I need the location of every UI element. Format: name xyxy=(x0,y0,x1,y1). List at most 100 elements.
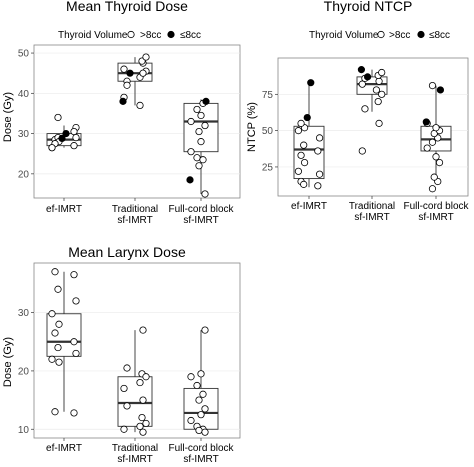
data-point-open xyxy=(201,121,209,130)
data-point-open xyxy=(300,180,308,188)
legend-title: Thyroid Volume xyxy=(58,30,128,41)
data-point-open xyxy=(55,358,63,366)
y-axis-label: Dose (Gy) xyxy=(2,92,14,142)
data-point-open xyxy=(300,158,309,167)
data-point-filled xyxy=(436,86,445,94)
y-tick-label: 25 xyxy=(262,162,274,173)
data-point-open xyxy=(428,82,437,90)
data-point-open xyxy=(428,138,437,146)
data-point-open xyxy=(54,343,62,352)
data-point-open xyxy=(432,124,440,132)
data-point-open xyxy=(195,127,203,136)
data-point-open xyxy=(374,97,382,106)
data-point-open xyxy=(72,349,80,358)
data-point-open xyxy=(120,65,128,73)
data-point-filled xyxy=(62,129,70,138)
y-axis-label: Dose (Gy) xyxy=(2,337,14,387)
data-point-open xyxy=(51,329,59,337)
data-point-open xyxy=(136,101,144,109)
data-point-open xyxy=(139,396,147,404)
y-tick-label: 30 xyxy=(18,129,30,140)
data-point-open xyxy=(199,156,207,164)
data-point-open xyxy=(70,338,78,346)
chart-thyroid-ntcp: Thyroid NTCP Thyroid Volume >8cc ≤8cc NT… xyxy=(246,0,470,223)
data-point-filled xyxy=(119,97,127,105)
y-tick-label: 20 xyxy=(18,366,30,377)
data-point-open xyxy=(372,86,381,94)
legend: Thyroid Volume >8cc ≤8cc xyxy=(58,30,201,41)
data-point-open xyxy=(72,297,80,305)
data-point-open xyxy=(300,141,308,149)
data-point-open xyxy=(48,310,56,318)
data-point-open xyxy=(187,148,195,156)
data-point-open xyxy=(139,326,147,334)
data-point-open xyxy=(378,68,386,77)
data-point-open xyxy=(315,170,324,178)
data-point-open xyxy=(361,105,369,113)
data-point-open xyxy=(136,378,144,387)
chart-mean-thyroid-dose: Mean Thyroid Dose Thyroid Volume >8cc ≤8… xyxy=(2,0,241,226)
data-point-open xyxy=(193,154,201,162)
data-point-open xyxy=(142,419,150,428)
y-tick-label: 50 xyxy=(18,49,30,60)
data-point-open xyxy=(201,428,209,436)
data-point-open xyxy=(297,151,305,159)
data-point-open xyxy=(70,409,78,417)
y-tick-label: 30 xyxy=(18,308,30,319)
data-point-open xyxy=(48,355,56,363)
data-point-open xyxy=(314,182,322,190)
data-point-filled xyxy=(307,79,315,87)
data-point-open xyxy=(54,113,62,122)
y-axis-label: NTCP (%) xyxy=(246,102,258,152)
data-point-open xyxy=(428,185,437,193)
data-point-open xyxy=(48,144,56,152)
data-point-open xyxy=(430,173,438,181)
data-point-open xyxy=(51,408,59,416)
data-point-open xyxy=(197,138,205,146)
y-tick-label: 50 xyxy=(262,126,274,137)
data-point-open xyxy=(358,80,366,88)
data-point-open xyxy=(193,381,201,390)
data-point-open xyxy=(315,134,324,142)
y-tick-label: 20 xyxy=(18,169,30,180)
legend-label-gt8: >8cc xyxy=(389,30,410,41)
data-point-open xyxy=(201,326,209,334)
data-point-open xyxy=(375,77,383,85)
legend-title: Thyroid Volume xyxy=(309,30,379,41)
data-point-open xyxy=(139,428,147,436)
data-point-open xyxy=(123,402,131,410)
data-point-open xyxy=(138,413,146,422)
legend-marker-filled xyxy=(417,30,425,39)
legend-label-le8: ≤8cc xyxy=(429,30,450,41)
data-point-open xyxy=(123,81,131,89)
chart-title: Mean Larynx Dose xyxy=(68,244,186,260)
data-point-open xyxy=(70,271,78,279)
data-point-open xyxy=(358,147,366,155)
data-point-open xyxy=(187,117,195,126)
data-point-open xyxy=(54,285,62,293)
data-point-open xyxy=(139,69,147,77)
x-tick-label: ef-IMRT xyxy=(46,204,82,215)
data-point-open xyxy=(375,119,383,127)
data-point-open xyxy=(142,53,150,61)
legend-marker-open xyxy=(377,30,385,39)
data-point-open xyxy=(197,111,205,120)
data-point-open xyxy=(297,119,305,127)
data-point-open xyxy=(70,127,78,136)
data-point-open xyxy=(195,162,203,170)
legend-label-gt8: >8cc xyxy=(140,30,161,41)
data-point-open xyxy=(193,105,201,114)
data-point-open xyxy=(294,167,303,175)
data-point-open xyxy=(314,147,322,155)
data-point-filled xyxy=(363,73,372,81)
data-point-open xyxy=(142,373,150,381)
